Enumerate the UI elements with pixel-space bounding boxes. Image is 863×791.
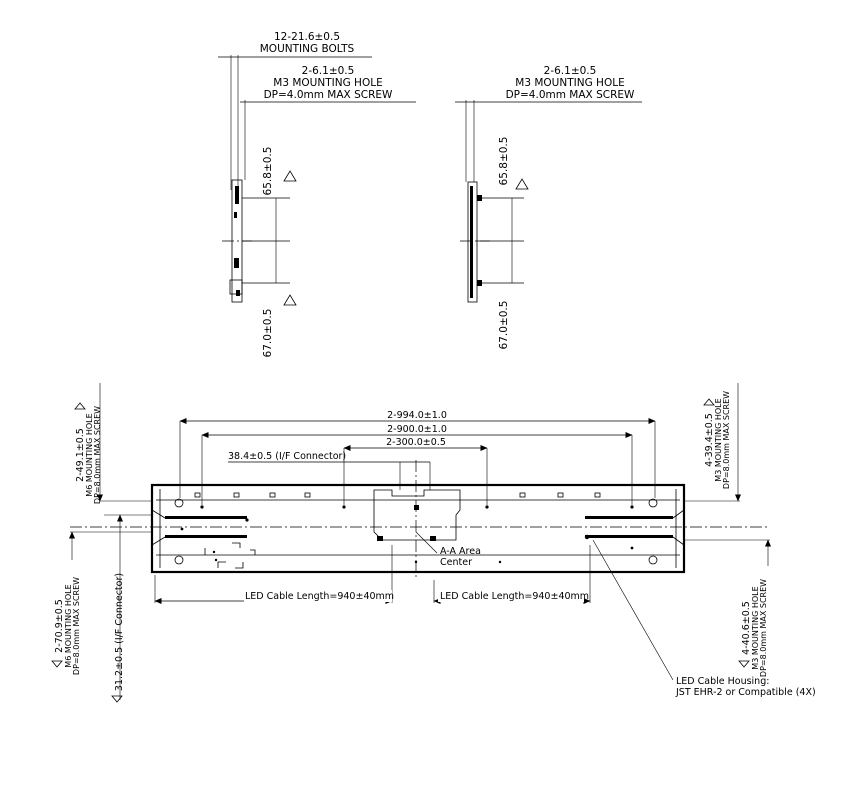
hole-spec-label: DP=4.0mm MAX SCREW bbox=[264, 89, 393, 101]
cable-left-label: LED Cable Length=940±40mm bbox=[245, 591, 394, 602]
connector-block bbox=[373, 489, 461, 541]
hole-qty-label: 2-6.1±0.5 bbox=[302, 65, 355, 77]
hole-type-label: M3 MOUNTING HOLE bbox=[273, 77, 382, 89]
hole-type-label: M3 MOUNTING HOLE bbox=[515, 77, 624, 89]
bolts-qty-label: 12-21.6±0.5 bbox=[274, 31, 340, 43]
housing-label-1: LED Cable Housing: bbox=[676, 676, 769, 687]
triangle-note-icon bbox=[74, 402, 86, 410]
mounting-hole bbox=[648, 498, 658, 508]
dim-lower-label: 67.0±0.5 bbox=[262, 309, 274, 358]
right-bottom-spec: DP=8.0mm MAX SCREW bbox=[759, 579, 768, 677]
mounting-hole bbox=[648, 555, 658, 565]
aa-center-label: Center bbox=[440, 557, 472, 568]
left-bottom-qty: 2-70.9±0.5 bbox=[54, 599, 65, 653]
dim-900-label: 2-900.0±1.0 bbox=[387, 424, 447, 435]
mounting-hole bbox=[174, 498, 184, 508]
left-bottom-conn: 31.2±0.5 (I/F Connector) bbox=[114, 573, 125, 691]
panel-outline bbox=[150, 483, 686, 574]
hole-qty-label: 2-6.1±0.5 bbox=[544, 65, 597, 77]
cable-right-label: LED Cable Length=940±40mm bbox=[440, 591, 589, 602]
dim-300-label: 2-300.0±0.5 bbox=[386, 437, 446, 448]
right-bottom-label: M3 MOUNTING HOLE bbox=[751, 586, 760, 669]
dim-994-label: 2-994.0±1.0 bbox=[387, 410, 447, 421]
left-top-qty: 2-49.1±0.5 bbox=[75, 428, 86, 482]
side-view-right: 2-6.1±0.5 M3 MOUNTING HOLE DP=4.0mm MAX … bbox=[455, 65, 642, 349]
triangle-note-icon bbox=[111, 695, 123, 703]
dim-upper-label: 65.8±0.5 bbox=[498, 137, 510, 186]
front-view: 2-994.0±1.0 2-900.0±1.0 2-300.0±0.5 38.4… bbox=[51, 383, 816, 703]
dim-connector-label: 38.4±0.5 (I/F Connector) bbox=[228, 451, 346, 462]
aa-area-label: A-A Area bbox=[440, 546, 481, 557]
dim-lower-label: 67.0±0.5 bbox=[498, 301, 510, 350]
triangle-note-icon bbox=[283, 294, 297, 306]
right-top-qty: 4-39.4±0.5 bbox=[704, 413, 715, 467]
right-top-label: M3 MOUNTING HOLE bbox=[714, 398, 723, 481]
triangle-note-icon bbox=[51, 660, 63, 668]
left-top-label: M6 MOUNTING HOLE bbox=[85, 413, 94, 496]
triangle-note-icon bbox=[515, 178, 529, 190]
bolts-label: MOUNTING BOLTS bbox=[260, 43, 355, 55]
left-bottom-spec: DP=8.0mm MAX SCREW bbox=[72, 577, 81, 675]
dim-upper-label: 65.8±0.5 bbox=[262, 147, 274, 196]
left-bottom-label: M6 MOUNTING HOLE bbox=[64, 584, 73, 667]
bracket-body bbox=[467, 181, 478, 303]
triangle-note-icon bbox=[738, 660, 750, 668]
hole-spec-label: DP=4.0mm MAX SCREW bbox=[506, 89, 635, 101]
right-bottom-qty: 4-40.6±0.5 bbox=[741, 601, 752, 655]
side-view-left: 12-21.6±0.5 MOUNTING BOLTS 2-6.1±0.5 M3 … bbox=[218, 31, 416, 357]
triangle-note-icon bbox=[283, 170, 297, 182]
housing-label-2: JST EHR-2 or Compatible (4X) bbox=[675, 687, 816, 698]
triangle-note-icon bbox=[703, 398, 715, 406]
left-top-spec: DP=8.0mm MAX SCREW bbox=[93, 406, 102, 504]
mounting-hole bbox=[174, 555, 184, 565]
right-top-spec: DP=8.0mm MAX SCREW bbox=[722, 391, 731, 489]
